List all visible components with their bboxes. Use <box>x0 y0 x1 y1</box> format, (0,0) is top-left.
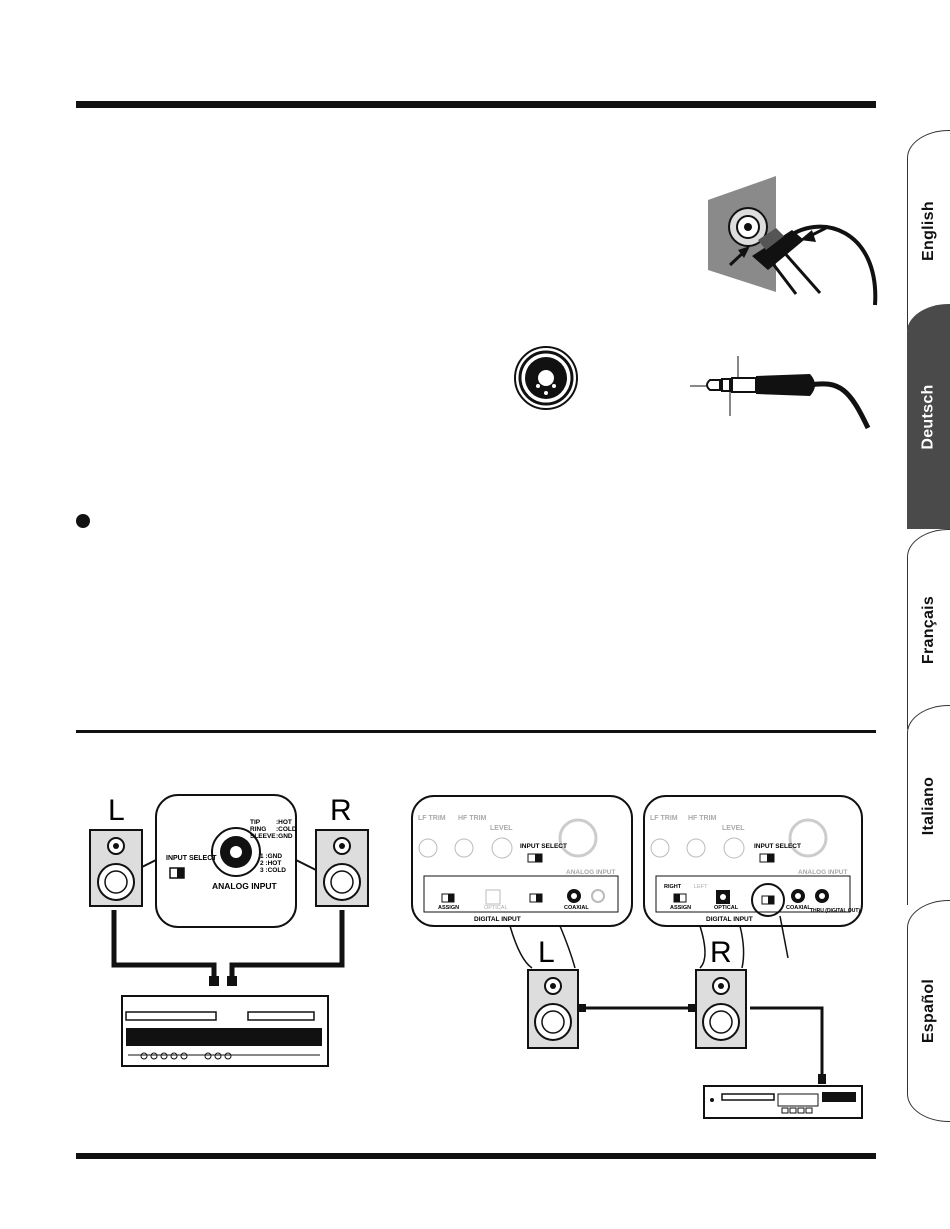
svg-text:1 :GND: 1 :GND <box>260 853 282 860</box>
svg-text:OPTICAL: OPTICAL <box>484 905 508 911</box>
cd-player <box>121 995 329 1067</box>
digital-speaker-left-label: L <box>538 936 555 969</box>
speaker-left <box>89 829 143 907</box>
analog-connection-diagram: L R TIP RING SLEEVE :HOT :COLD :GND 1 :G… <box>89 794 369 1067</box>
digital-speaker-right <box>695 969 747 1049</box>
svg-text:THRU (DIGITAL OUT): THRU (DIGITAL OUT) <box>810 908 860 914</box>
rear-panel-left: LF TRIM HF TRIM LEVEL INPUT SELECT ANALO… <box>411 795 633 927</box>
svg-text:HF TRIM: HF TRIM <box>688 815 717 822</box>
bottom-rule <box>76 1153 876 1159</box>
svg-text:DIGITAL INPUT: DIGITAL INPUT <box>474 916 521 923</box>
digital-connection-diagram: LF TRIM HF TRIM LEVEL INPUT SELECT ANALO… <box>411 795 863 1119</box>
rear-panel-right: LF TRIM HF TRIM LEVEL INPUT SELECT ANALO… <box>643 795 863 959</box>
svg-text:DIGITAL INPUT: DIGITAL INPUT <box>706 916 753 923</box>
digital-source-device <box>703 1085 863 1119</box>
speaker-left-label: L <box>108 794 125 827</box>
bullet-icon <box>76 514 90 528</box>
svg-text:ASSIGN: ASSIGN <box>438 905 459 911</box>
tab-espanol[interactable]: Español <box>907 900 950 1122</box>
trs-plug-illustration <box>690 356 871 430</box>
svg-text:INPUT SELECT: INPUT SELECT <box>754 843 801 850</box>
svg-text:SLEEVE: SLEEVE <box>250 833 276 840</box>
speaker-right <box>315 829 369 907</box>
svg-text::GND: :GND <box>276 833 293 840</box>
tab-english[interactable]: English <box>907 130 950 330</box>
tab-deutsch-label: Deutsch <box>920 384 938 450</box>
digital-speaker-right-label: R <box>710 936 732 969</box>
combo-jack-wall-illustration <box>708 176 878 306</box>
svg-text:RING: RING <box>250 826 266 833</box>
digital-speaker-left <box>527 969 579 1049</box>
svg-text:LEVEL: LEVEL <box>722 825 745 832</box>
tab-francais-label: Français <box>920 595 937 664</box>
svg-text:COAXIAL: COAXIAL <box>564 905 589 911</box>
svg-text:LEVEL: LEVEL <box>490 825 513 832</box>
tab-espanol-label: Español <box>920 978 937 1044</box>
svg-text:3 :COLD: 3 :COLD <box>260 867 286 874</box>
svg-text:ASSIGN: ASSIGN <box>670 905 691 911</box>
xlr-combo-jack-icon <box>514 346 578 410</box>
svg-text:ANALOG INPUT: ANALOG INPUT <box>212 881 278 891</box>
svg-text:INPUT SELECT: INPUT SELECT <box>520 843 567 850</box>
speaker-right-label: R <box>330 794 352 827</box>
svg-text:ANALOG INPUT: ANALOG INPUT <box>798 869 848 876</box>
tab-italiano[interactable]: Italiano <box>907 705 950 905</box>
svg-text:LEFT: LEFT <box>694 884 708 890</box>
svg-text:HF TRIM: HF TRIM <box>458 815 487 822</box>
svg-text:OPTICAL: OPTICAL <box>714 905 739 911</box>
svg-text:LF TRIM: LF TRIM <box>650 815 678 822</box>
svg-text:COAXIAL: COAXIAL <box>786 905 811 911</box>
svg-text::HOT: :HOT <box>276 819 292 826</box>
svg-text:INPUT SELECT: INPUT SELECT <box>166 855 217 862</box>
svg-text:TIP: TIP <box>250 819 261 826</box>
top-rule <box>76 101 876 108</box>
svg-text:RIGHT: RIGHT <box>664 884 682 890</box>
tab-italiano-label: Italiano <box>920 776 938 835</box>
svg-text::COLD: :COLD <box>276 826 297 833</box>
svg-text:ANALOG INPUT: ANALOG INPUT <box>566 869 616 876</box>
svg-text:2 :HOT: 2 :HOT <box>260 860 281 867</box>
svg-text:LF TRIM: LF TRIM <box>418 815 446 822</box>
tab-english-label: English <box>920 200 938 261</box>
section-rule <box>76 730 876 733</box>
tab-deutsch[interactable]: Deutsch <box>907 304 950 529</box>
tab-francais[interactable]: Français <box>907 529 950 729</box>
